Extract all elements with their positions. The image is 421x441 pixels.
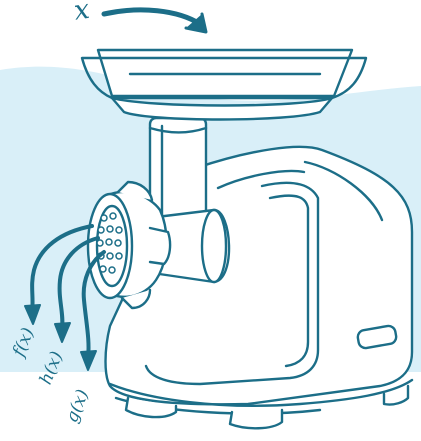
- arrowhead-f: [24, 304, 41, 325]
- output-arrow-h: [57, 236, 100, 332]
- base: [108, 378, 414, 407]
- output-arrow-g: [81, 250, 106, 360]
- input-label: x: [72, 0, 92, 27]
- grinding-plate: [86, 192, 134, 300]
- power-switch: [356, 324, 398, 350]
- arrowhead-h: [54, 322, 71, 343]
- input-arrow: [101, 7, 208, 34]
- arrowhead-g: [80, 350, 97, 371]
- feed-tray: [80, 48, 368, 121]
- output-arrow-f: [30, 224, 94, 314]
